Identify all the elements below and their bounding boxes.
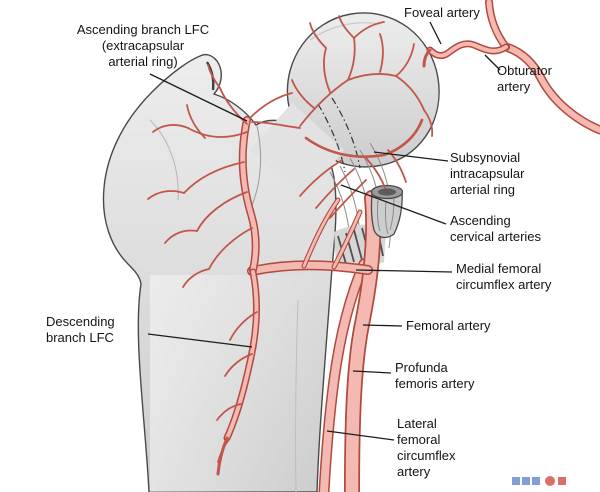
label-foveal-artery: Foveal artery [404, 5, 480, 20]
leader-subsynovial-ring [373, 151, 449, 162]
label-ascending-branch-lfc: Ascending branch LFC (extracapsular arte… [76, 22, 210, 69]
leader-ascending-cervical [340, 184, 447, 225]
watermark-logo [512, 476, 566, 486]
obturator-foveal-vessel [422, 0, 600, 135]
label-obturator-artery: Obturator artery [497, 63, 552, 94]
descending-branch-vessel [216, 268, 261, 476]
leader-lateral-circumflex [326, 430, 395, 441]
vessel-network [147, 15, 434, 463]
label-femoral-artery: Femoral artery [406, 318, 491, 333]
leader-medial-circumflex [355, 269, 453, 273]
profunda-femoris-vessel [318, 258, 370, 492]
leader-lines [147, 21, 501, 441]
label-lateral-femoral-circumflex: Lateral femoral circumflex artery [397, 416, 456, 479]
label-descending-branch-lfc: Descending branch LFC [46, 314, 115, 345]
leader-foveal-artery [429, 21, 442, 45]
shaft-highlight [150, 275, 320, 492]
label-ascending-cervical: Ascending cervical arteries [450, 213, 542, 244]
intracapsular-dash-lines [317, 97, 361, 173]
cut-vessel-stump [370, 184, 404, 239]
leader-obturator-artery [484, 54, 501, 71]
ascending-branch-vessel [238, 116, 260, 274]
label-subsynovial-ring: Subsynovial intracapsular arterial ring [450, 150, 525, 197]
circumflex-trunk-vessel [247, 197, 373, 276]
leader-profunda-femoris [352, 370, 392, 374]
label-medial-femoral-circumflex: Medial femoral circumflex artery [456, 261, 552, 292]
femoral-artery-vessel [344, 190, 382, 492]
leader-descending-branch-lfc [147, 333, 253, 348]
leader-ascending-branch-lfc [149, 73, 248, 122]
label-profunda-femoris: Profunda femoris artery [395, 360, 475, 391]
leader-femoral-artery [362, 324, 403, 327]
